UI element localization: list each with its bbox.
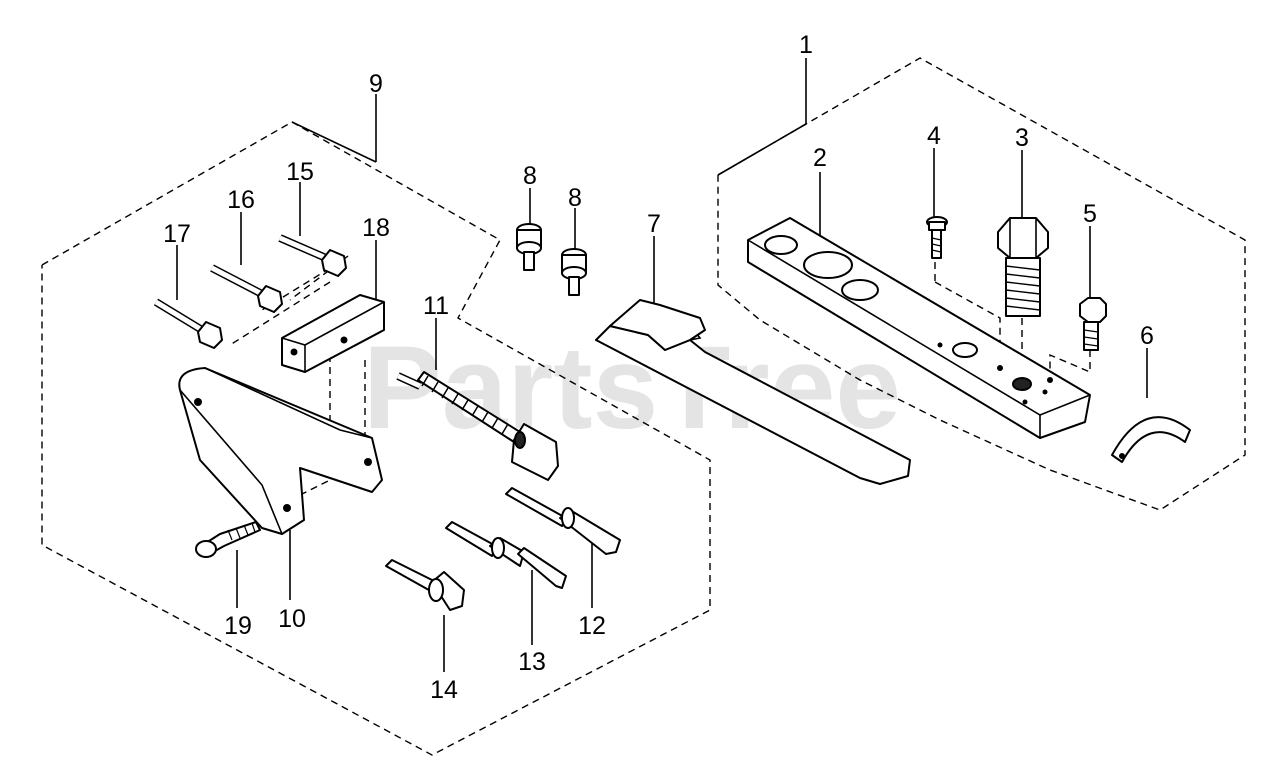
callout-13: 13 (518, 648, 546, 676)
callout-5: 5 (1083, 200, 1097, 228)
callout-3: 3 (1015, 124, 1029, 152)
callout-15: 15 (286, 158, 314, 186)
callout-19: 19 (224, 612, 252, 640)
part-4-screw (926, 216, 948, 259)
callout-16: 16 (227, 186, 255, 214)
callout-14: 14 (430, 676, 458, 704)
part-13-pin (445, 521, 567, 589)
part-17-bolt (153, 298, 223, 349)
group-9-boundary (41, 121, 711, 756)
callout-8b: 8 (568, 184, 582, 212)
part-12-pin (505, 487, 621, 555)
part-10-bracket (178, 367, 383, 535)
callout-labels: 1 2 3 4 5 6 7 8 8 9 10 11 12 13 14 15 16… (163, 31, 1154, 704)
part-2-plate (747, 217, 1091, 439)
callout-18: 18 (362, 214, 390, 242)
callout-7: 7 (647, 210, 661, 238)
part-8-pin-a (516, 223, 542, 271)
part-5-screw (1079, 297, 1107, 351)
part-11-threaded-rod (396, 371, 559, 481)
part-16-bolt (210, 264, 283, 313)
callout-4: 4 (927, 122, 941, 150)
callout-10: 10 (278, 605, 306, 633)
callout-11: 11 (423, 292, 449, 320)
callout-17: 17 (163, 220, 191, 248)
part-6-curved-clip (1111, 416, 1191, 463)
part-7-blade (595, 299, 911, 485)
callout-8a: 8 (523, 162, 537, 190)
part-18-hex-block (281, 294, 385, 373)
group-1-boundary (717, 57, 1246, 511)
callout-9: 9 (369, 70, 383, 98)
part-19-screw (195, 521, 261, 558)
callout-1: 1 (799, 31, 813, 59)
callout-2: 2 (813, 144, 827, 172)
part-14-pin (385, 559, 465, 611)
callout-12: 12 (578, 612, 606, 640)
part-15-bolt (278, 234, 347, 277)
callout-6: 6 (1140, 322, 1154, 350)
part-8-pin-b (561, 248, 587, 296)
part-3-hex-bolt (997, 217, 1049, 317)
